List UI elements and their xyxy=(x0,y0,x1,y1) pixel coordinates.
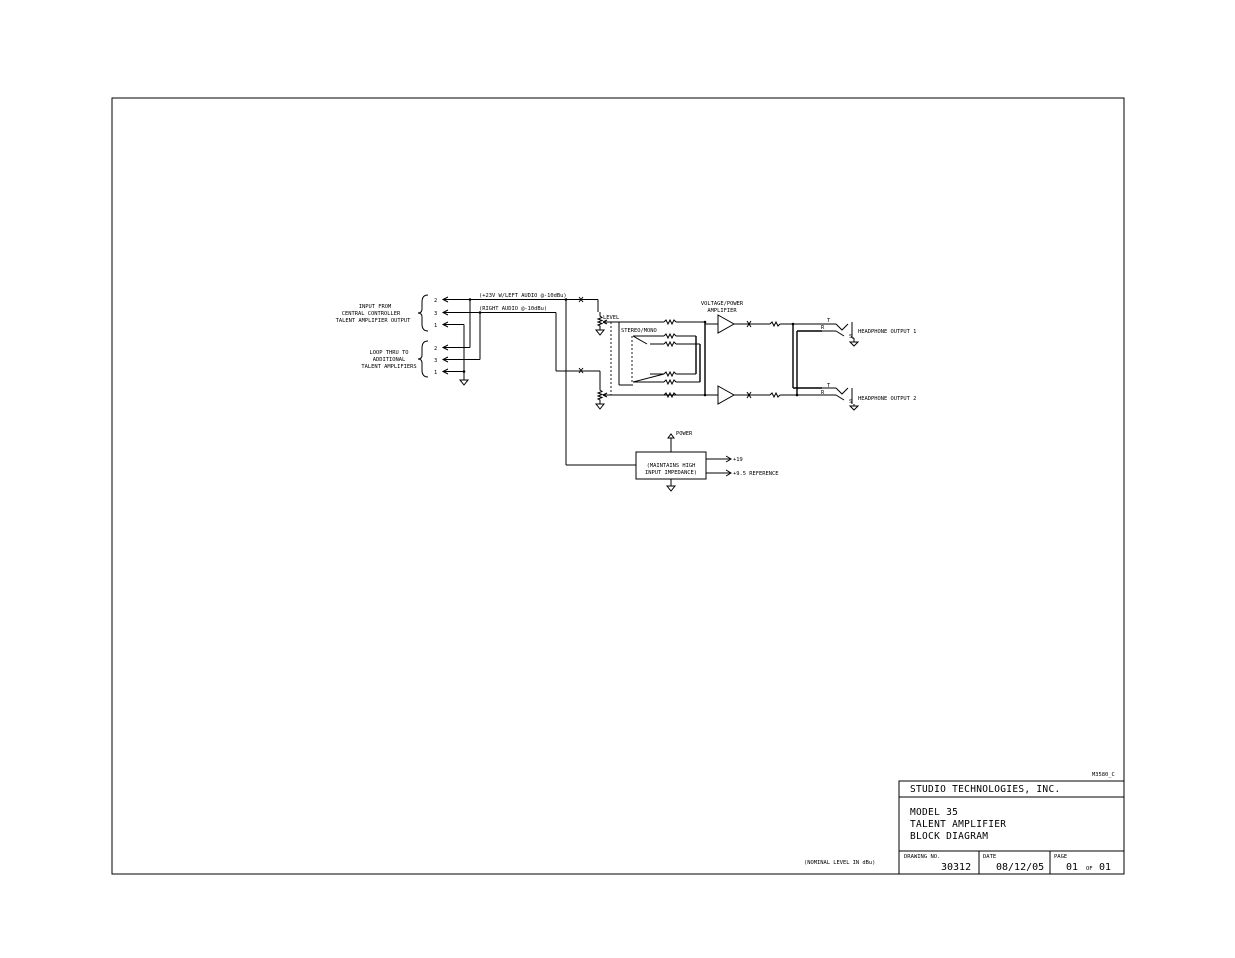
jack-2-ring: R xyxy=(821,390,825,396)
rail-label: +19 xyxy=(733,457,743,463)
input-brace xyxy=(417,294,429,332)
input-label-line-3: TALENT AMPLIFIER OUTPUT xyxy=(336,318,411,324)
loop-thru-label: LOOP THRU TO ADDITIONAL TALENT AMPLIFIER… xyxy=(361,350,416,370)
loop-label-line-1: LOOP THRU TO xyxy=(370,350,409,356)
headphone-output-1-label: HEADPHONE OUTPUT 1 xyxy=(858,329,916,335)
pin-1-in: 1 xyxy=(434,323,437,329)
date-label: DATE xyxy=(983,854,996,860)
input-wiring xyxy=(441,296,600,386)
loop-label-line-2: ADDITIONAL xyxy=(373,357,405,363)
headphone-output-2-label: HEADPHONE OUTPUT 2 xyxy=(858,396,916,402)
power-supply-block: POWER (MAINTAINS HIGH INPUT IMPEDANCE) +… xyxy=(635,431,778,492)
title-block: STUDIO TECHNOLOGIES, INC. MODEL 35 TALEN… xyxy=(898,780,1125,875)
jack-1-ring: R xyxy=(821,325,825,331)
right-audio-label: (RIGHT AUDIO @-10dBu) xyxy=(479,306,547,312)
page-of: OF xyxy=(1086,866,1093,872)
headphone-jack-2: T R S xyxy=(821,383,860,411)
stereo-mono-switch: STEREO/MONO xyxy=(618,318,707,399)
jack-2-tip: T xyxy=(827,383,831,389)
input-connector-label: INPUT FROM CENTRAL CONTROLLER TALENT AMP… xyxy=(336,304,411,324)
pin-3-in: 3 xyxy=(434,311,437,317)
title-line-2: TALENT AMPLIFIER xyxy=(910,819,1006,830)
drawing-no-value: 30312 xyxy=(941,862,971,873)
power-label: POWER xyxy=(676,431,693,437)
output-crossover xyxy=(791,322,822,397)
date-value: 08/12/05 xyxy=(996,862,1044,873)
power-box-line-2: INPUT IMPEDANCE) xyxy=(645,470,697,476)
input-label-line-1: INPUT FROM xyxy=(359,304,392,310)
drawing-ref: M3580_C xyxy=(1092,772,1115,778)
power-box-line-1: (MAINTAINS HIGH xyxy=(647,463,696,469)
page-label: PAGE xyxy=(1054,854,1067,860)
jack-1-sleeve: S xyxy=(849,334,852,340)
pin-2-in: 2 xyxy=(434,298,437,304)
drawing-no-label: DRAWING NO. xyxy=(904,854,940,860)
drawing-border xyxy=(111,97,1125,875)
loop-label-line-3: TALENT AMPLIFIERS xyxy=(361,364,416,370)
reference-label: +9.5 REFERENCE xyxy=(733,471,778,477)
title-line-1: MODEL 35 xyxy=(910,807,958,818)
stereo-mono-label: STEREO/MONO xyxy=(621,328,657,334)
company-name: STUDIO TECHNOLOGIES, INC. xyxy=(910,784,1061,795)
title-line-3: BLOCK DIAGRAM xyxy=(910,831,988,842)
loop-brace xyxy=(417,340,429,378)
jack-1-tip: T xyxy=(827,318,831,324)
page-value: 01 xyxy=(1066,862,1078,873)
pin-2-loop: 2 xyxy=(434,346,437,352)
amplifier-2 xyxy=(705,385,822,405)
left-audio-label: (+23V W/LEFT AUDIO @-10dBu) xyxy=(479,293,567,299)
amplifier-1 xyxy=(705,314,822,334)
pin-3-loop: 3 xyxy=(434,358,437,364)
left-channel-path xyxy=(564,296,636,466)
jack-2-sleeve: S xyxy=(849,399,852,405)
input-label-line-2: CENTRAL CONTROLLER xyxy=(342,311,401,317)
amp-label-line-2: AMPLIFIER xyxy=(707,308,737,314)
level-label: LEVEL xyxy=(603,315,619,321)
amp-label-line-1: VOLTAGE/POWER xyxy=(701,301,744,307)
headphone-jack-1: T R S xyxy=(821,318,860,347)
page-total: 01 xyxy=(1099,862,1111,873)
nominal-level-note: (NOMINAL LEVEL IN dBu) xyxy=(804,860,875,866)
pin-1-loop: 1 xyxy=(434,370,437,376)
right-channel-path xyxy=(578,367,716,410)
